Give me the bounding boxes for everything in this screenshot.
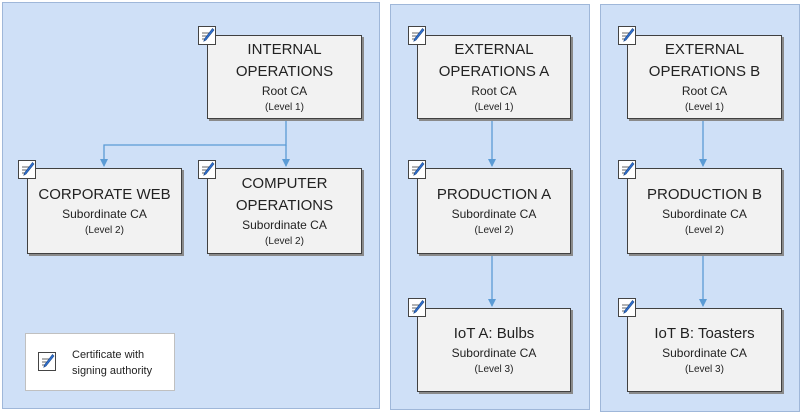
certificate-pen-icon — [408, 160, 426, 179]
certificate-pen-icon — [618, 26, 636, 45]
node-title: CORPORATE WEB — [38, 186, 171, 203]
node-title: IoT B: Toasters — [654, 325, 755, 342]
certificate-pen-icon — [618, 160, 636, 179]
certificate-pen-icon — [198, 26, 216, 45]
node-role: Root CA — [681, 84, 728, 98]
node-role: Subordinate CA — [662, 346, 747, 360]
certificate-pen-icon — [618, 298, 636, 317]
node-level: (Level 1) — [685, 102, 724, 113]
node-level: (Level 2) — [474, 225, 514, 236]
certificate-pen-icon — [408, 26, 426, 45]
node-title: IoT A: Bulbs — [453, 325, 535, 342]
node-role: Root CA — [261, 84, 308, 98]
node-title: EXTERNAL OPERATIONS A — [438, 41, 550, 80]
node-title: COMPUTER OPERATIONS — [235, 175, 334, 214]
node-external-operations-a: EXTERNAL OPERATIONS A Root CA (Level 1) — [417, 35, 571, 119]
node-computer-operations: COMPUTER OPERATIONS Subordinate CA (Leve… — [207, 168, 362, 254]
certificate-pen-icon — [38, 352, 56, 371]
node-level: (Level 3) — [474, 364, 514, 375]
legend: Certificate with signing authority — [25, 333, 175, 391]
node-level: (Level 1) — [265, 102, 304, 113]
node-role: Subordinate CA — [451, 346, 537, 360]
node-level: (Level 2) — [685, 225, 724, 236]
node-role: Subordinate CA — [662, 207, 747, 221]
node-level: (Level 3) — [685, 364, 724, 375]
node-title: INTERNAL OPERATIONS — [235, 41, 334, 80]
node-role: Subordinate CA — [451, 207, 537, 221]
node-level: (Level 2) — [265, 236, 304, 247]
certificate-pen-icon — [18, 160, 36, 179]
certificate-pen-icon — [408, 298, 426, 317]
node-role: Subordinate CA — [242, 218, 327, 232]
node-title: PRODUCTION B — [646, 186, 762, 203]
node-level: (Level 2) — [85, 225, 124, 236]
node-level: (Level 1) — [474, 102, 514, 113]
node-external-operations-b: EXTERNAL OPERATIONS B Root CA (Level 1) — [627, 35, 782, 119]
node-iot-a-bulbs: IoT A: Bulbs Subordinate CA (Level 3) — [417, 308, 571, 392]
node-title: EXTERNAL OPERATIONS B — [648, 41, 761, 80]
node-title: PRODUCTION A — [436, 186, 552, 203]
node-iot-b-toasters: IoT B: Toasters Subordinate CA (Level 3) — [627, 308, 782, 392]
node-internal-operations: INTERNAL OPERATIONS Root CA (Level 1) — [207, 35, 362, 119]
legend-label: Certificate with signing authority — [72, 349, 153, 377]
node-production-b: PRODUCTION B Subordinate CA (Level 2) — [627, 168, 782, 254]
node-role: Subordinate CA — [62, 207, 147, 221]
certificate-pen-icon — [198, 160, 216, 179]
node-production-a: PRODUCTION A Subordinate CA (Level 2) — [417, 168, 571, 254]
node-role: Root CA — [471, 84, 517, 98]
node-corporate-web: CORPORATE WEB Subordinate CA (Level 2) — [27, 168, 182, 254]
